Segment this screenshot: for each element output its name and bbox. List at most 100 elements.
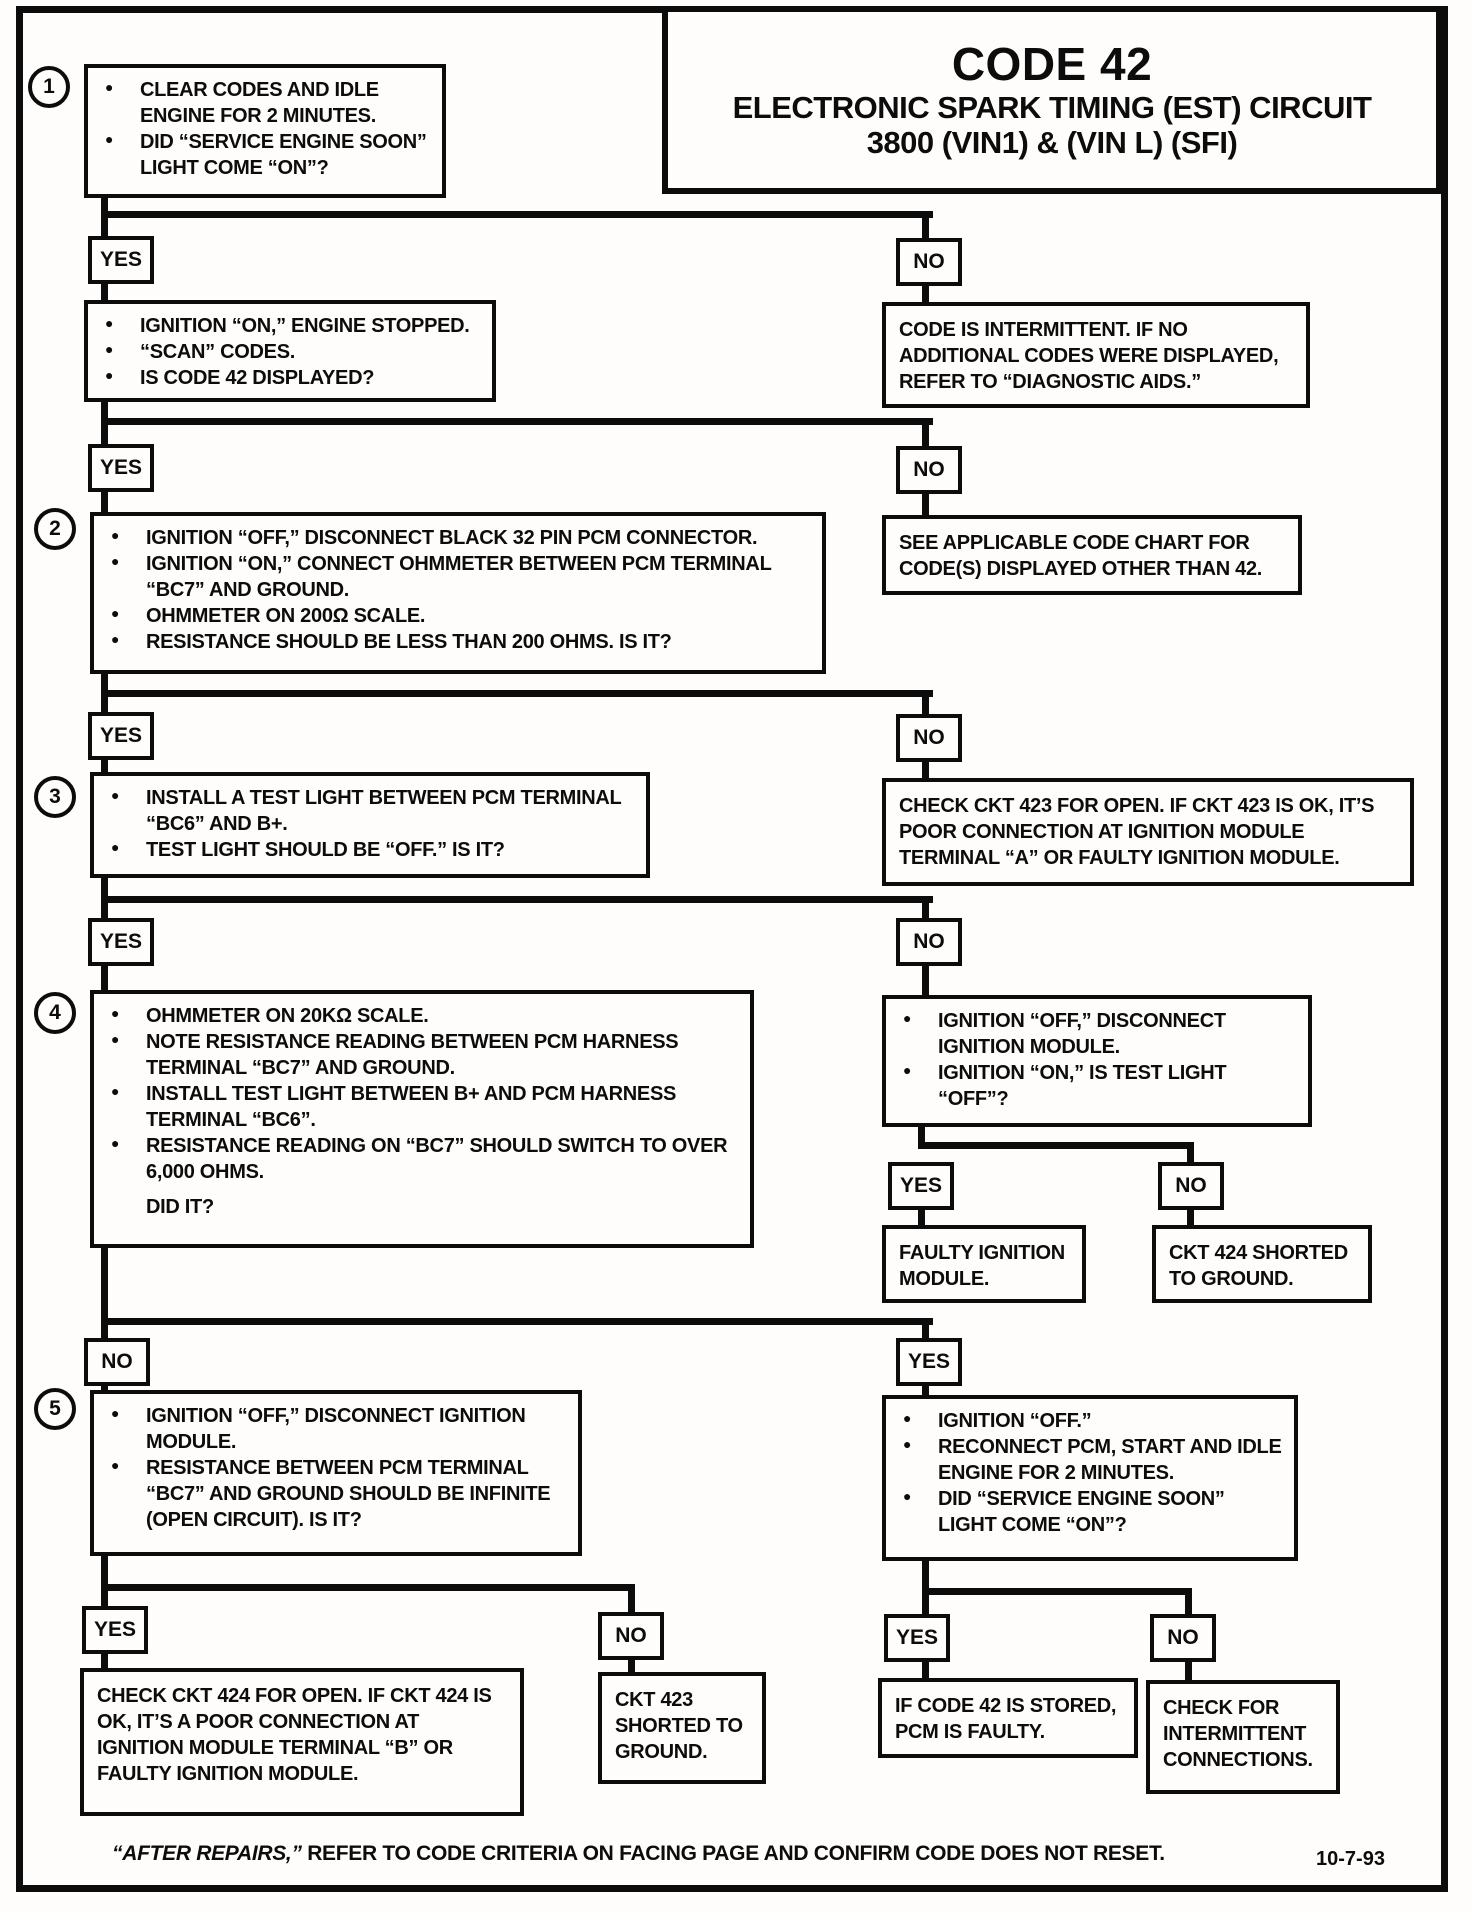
flow-line xyxy=(922,896,929,922)
flow-line xyxy=(918,1206,925,1228)
pcm-faulty-box: IF CODE 42 IS STORED, PCM IS FAULTY. xyxy=(878,1678,1138,1758)
bullet-item: IS CODE 42 DISPLAYED? xyxy=(88,365,482,391)
bottom-right-no-tag: NO xyxy=(1150,1614,1216,1662)
flow-line xyxy=(101,490,108,516)
step5-yes-tag: YES xyxy=(896,1338,962,1386)
after-repairs-note: “AFTER REPAIRS,” REFER TO CODE CRITERIA … xyxy=(112,1842,1165,1866)
bullet-item: RECONNECT PCM, START AND IDLE ENGINE FOR… xyxy=(886,1434,1284,1486)
step1-result-box: IGNITION “ON,” ENGINE STOPPED. “SCAN” CO… xyxy=(84,300,496,402)
bullet-item: IGNITION “ON,” ENGINE STOPPED. xyxy=(88,313,482,339)
step-number-5: 5 xyxy=(34,1388,76,1430)
flow-line xyxy=(101,1244,108,1342)
flow-line xyxy=(1187,1206,1194,1228)
step4-yes-tag: YES xyxy=(88,918,154,966)
bullet-item: IGNITION “OFF,” DISCONNECT IGNITION MODU… xyxy=(94,1403,568,1455)
check-ckt424-open-box: CHECK CKT 424 FOR OPEN. IF CKT 424 IS OK… xyxy=(80,1668,524,1816)
bullet-item: IGNITION “ON,” CONNECT OHMMETER BETWEEN … xyxy=(94,551,812,603)
testlight-no-tag: NO xyxy=(1158,1162,1224,1210)
flow-line xyxy=(101,196,108,240)
faulty-ignition-module-box: FAULTY IGNITION MODULE. xyxy=(882,1225,1086,1303)
flow-line xyxy=(101,1554,108,1610)
flow-line xyxy=(922,690,929,718)
step4-no-tag: NO xyxy=(896,918,962,966)
flow-line xyxy=(922,1588,1192,1595)
page-border xyxy=(16,6,1448,1892)
bottom-left-no-tag: NO xyxy=(598,1612,664,1660)
step1-no-tag: NO xyxy=(896,238,962,286)
step5-box: IGNITION “OFF,” DISCONNECT IGNITION MODU… xyxy=(90,1390,582,1556)
flow-line xyxy=(101,964,108,994)
bullet-item: DID “SERVICE ENGINE SOON” LIGHT COME “ON… xyxy=(886,1486,1284,1538)
flow-line xyxy=(101,1384,108,1394)
flow-line xyxy=(1185,1660,1192,1684)
step3-yes-tag: YES xyxy=(88,712,154,760)
flow-line xyxy=(101,896,933,903)
bullet-item: IGNITION “OFF,” DISCONNECT IGNITION MODU… xyxy=(886,1008,1298,1060)
after-repairs-rest: REFER TO CODE CRITERIA ON FACING PAGE AN… xyxy=(301,1842,1165,1865)
bullet-item: OHMMETER ON 200Ω SCALE. xyxy=(94,603,812,629)
see-code-chart-box: SEE APPLICABLE CODE CHART FOR CODE(S) DI… xyxy=(882,515,1302,595)
flow-line xyxy=(922,211,929,242)
flow-line xyxy=(101,211,933,218)
step2-yes-tag: YES xyxy=(88,444,154,492)
revision-date: 10-7-93 xyxy=(1316,1848,1385,1870)
flow-line xyxy=(628,1658,635,1676)
bullet-item: DID “SERVICE ENGINE SOON” LIGHT COME “ON… xyxy=(88,129,432,181)
step1-yes-tag: YES xyxy=(88,236,154,284)
step-number-4: 4 xyxy=(34,992,76,1034)
page-title: CODE 42 xyxy=(951,38,1153,91)
flow-line xyxy=(922,1318,929,1342)
step4-no-action-box: IGNITION “OFF,” DISCONNECT IGNITION MODU… xyxy=(882,995,1312,1127)
bottom-left-yes-tag: YES xyxy=(82,1606,148,1654)
step5-yes-action-box: IGNITION “OFF.” RECONNECT PCM, START AND… xyxy=(882,1395,1298,1561)
step3-box: INSTALL A TEST LIGHT BETWEEN PCM TERMINA… xyxy=(90,772,650,878)
step1-box: CLEAR CODES AND IDLE ENGINE FOR 2 MINUTE… xyxy=(84,64,446,198)
step5-no-tag: NO xyxy=(84,1338,150,1386)
flow-line xyxy=(628,1584,635,1616)
bullet-item: RESISTANCE READING ON “BC7” SHOULD SWITC… xyxy=(94,1133,740,1185)
flow-line xyxy=(922,1384,929,1399)
step3-no-tag: NO xyxy=(896,714,962,762)
flow-line xyxy=(101,1652,108,1672)
bullet-item: “SCAN” CODES. xyxy=(88,339,482,365)
flow-line xyxy=(922,492,929,519)
flow-line xyxy=(101,282,108,304)
ckt424-shorted-box: CKT 424 SHORTED TO GROUND. xyxy=(1152,1225,1372,1303)
flow-line xyxy=(922,1660,929,1682)
step-number-1: 1 xyxy=(28,66,70,108)
ckt423-shorted-box: CKT 423 SHORTED TO GROUND. xyxy=(598,1672,766,1784)
bottom-right-yes-tag: YES xyxy=(884,1614,950,1662)
bullet-item: NOTE RESISTANCE READING BETWEEN PCM HARN… xyxy=(94,1029,740,1081)
flow-line xyxy=(922,418,929,450)
bullet-item: RESISTANCE SHOULD BE LESS THAN 200 OHMS.… xyxy=(94,629,812,655)
step4-tail-question: DID IT? xyxy=(146,1196,214,1218)
flow-line xyxy=(922,284,929,306)
after-repairs-italic: “AFTER REPAIRS,” xyxy=(112,1842,302,1865)
flow-line xyxy=(922,964,929,999)
step-number-2: 2 xyxy=(34,508,76,550)
step2-box: IGNITION “OFF,” DISCONNECT BLACK 32 PIN … xyxy=(90,512,826,674)
flow-line xyxy=(101,1318,933,1325)
flow-line xyxy=(101,690,933,697)
code-intermittent-box: CODE IS INTERMITTENT. IF NO ADDITIONAL C… xyxy=(882,302,1310,408)
bullet-item: CLEAR CODES AND IDLE ENGINE FOR 2 MINUTE… xyxy=(88,77,432,129)
flow-line xyxy=(1187,1142,1194,1166)
flow-line xyxy=(918,1142,1194,1149)
bullet-item: OHMMETER ON 20KΩ SCALE. xyxy=(94,1003,740,1029)
testlight-yes-tag: YES xyxy=(888,1162,954,1210)
page-subtitle-line1: ELECTRONIC SPARK TIMING (EST) CIRCUIT xyxy=(732,89,1372,125)
step-number-3: 3 xyxy=(34,776,76,818)
title-box: CODE 42 ELECTRONIC SPARK TIMING (EST) CI… xyxy=(662,6,1442,194)
check-intermittent-box: CHECK FOR INTERMITTENT CONNECTIONS. xyxy=(1146,1680,1340,1794)
flow-line xyxy=(101,418,933,425)
bullet-item: IGNITION “ON,” IS TEST LIGHT “OFF”? xyxy=(886,1060,1298,1112)
step2-no-tag: NO xyxy=(896,446,962,494)
flow-line xyxy=(101,758,108,776)
bullet-item: RESISTANCE BETWEEN PCM TERMINAL “BC7” AN… xyxy=(94,1455,568,1533)
page-subtitle-line2: 3800 (VIN1) & (VIN L) (SFI) xyxy=(866,125,1238,161)
bullet-item: INSTALL TEST LIGHT BETWEEN B+ AND PCM HA… xyxy=(94,1081,740,1133)
step4-box: OHMMETER ON 20KΩ SCALE. NOTE RESISTANCE … xyxy=(90,990,754,1248)
bullet-item: IGNITION “OFF,” DISCONNECT BLACK 32 PIN … xyxy=(94,525,812,551)
flow-line xyxy=(922,760,929,782)
